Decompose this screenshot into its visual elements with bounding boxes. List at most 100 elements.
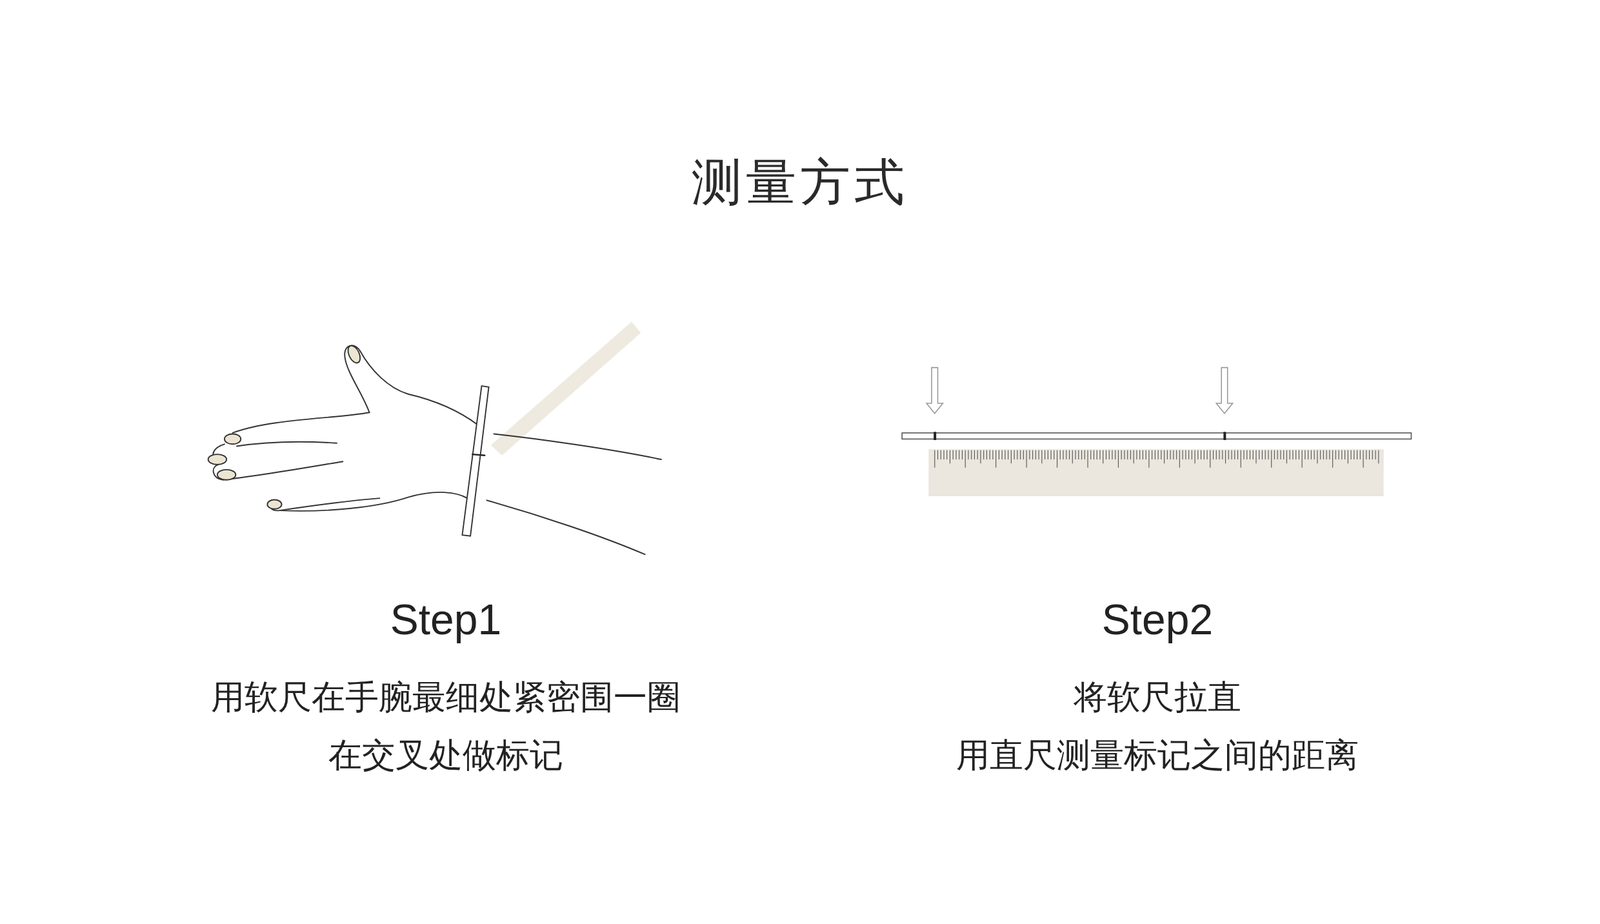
tick (992, 450, 993, 460)
tick (1020, 450, 1021, 460)
tick (974, 450, 975, 460)
tick (1047, 450, 1049, 460)
tick (1014, 450, 1015, 460)
arrow-marker (1216, 367, 1233, 414)
page-title: 测量方式 (691, 152, 909, 213)
tick (998, 450, 1000, 460)
tick (1001, 450, 1003, 460)
tick (1261, 450, 1263, 460)
tick (1298, 450, 1300, 460)
nail (217, 469, 236, 480)
tick (1114, 450, 1116, 460)
tick (1179, 450, 1180, 468)
tick (1228, 450, 1230, 460)
tick (1063, 450, 1064, 460)
tick (1218, 450, 1220, 460)
tick (1060, 450, 1061, 460)
tick (995, 450, 997, 468)
tick (967, 450, 969, 460)
tick (1029, 450, 1030, 460)
tick (1197, 450, 1199, 460)
tick (1338, 450, 1340, 460)
tick (1016, 450, 1018, 460)
tick (1102, 450, 1104, 464)
tick (1191, 450, 1193, 460)
tick (961, 450, 963, 460)
tick (1056, 450, 1058, 468)
tick (1172, 450, 1174, 460)
finger (236, 441, 337, 447)
tick (1316, 450, 1318, 464)
tape-mark (933, 431, 937, 440)
tick (1307, 450, 1309, 460)
tick (1093, 450, 1095, 460)
tick (1127, 450, 1128, 460)
tick (1234, 450, 1235, 460)
tick (1032, 450, 1033, 460)
tick (1274, 450, 1275, 460)
tick (1069, 450, 1070, 460)
soft-tape-straight (901, 432, 1411, 439)
tape-mark (1223, 431, 1226, 440)
step-heading: Step2 (1101, 592, 1213, 648)
tick (1038, 450, 1040, 460)
pencil (490, 321, 642, 455)
tick (1007, 450, 1009, 460)
tick (1136, 450, 1137, 460)
tick (1221, 450, 1223, 460)
tick (1365, 450, 1367, 460)
tick (986, 450, 988, 460)
tick (1270, 450, 1272, 468)
tick (1111, 450, 1113, 460)
tick (1310, 450, 1312, 460)
tick (949, 450, 951, 464)
tick (1258, 450, 1260, 460)
finger (232, 412, 370, 433)
tick (937, 450, 939, 460)
tick (1121, 450, 1122, 460)
tick (1265, 450, 1266, 460)
tick (1176, 450, 1177, 460)
tick (1363, 450, 1364, 468)
tick (989, 450, 991, 460)
finger (269, 498, 380, 511)
tick (1096, 450, 1098, 460)
tick (934, 450, 935, 468)
tick (983, 450, 984, 460)
tick (940, 450, 942, 460)
tick (1329, 450, 1330, 460)
soft-tape (461, 385, 489, 537)
tick (1212, 450, 1214, 460)
tick (1090, 450, 1091, 460)
tick (1369, 450, 1370, 460)
tick (1041, 450, 1042, 464)
finger (213, 461, 344, 480)
tick (1170, 450, 1171, 460)
tick (1123, 450, 1125, 460)
tick (1267, 450, 1269, 460)
tick (1023, 450, 1024, 460)
tick (1320, 450, 1321, 460)
step-heading: Step1 (390, 592, 502, 648)
tick (1188, 450, 1190, 460)
tick (1255, 450, 1257, 464)
ruler-drawing (901, 367, 1411, 497)
tick (1185, 450, 1186, 460)
straight-ruler (928, 449, 1384, 497)
tick (1280, 450, 1281, 460)
tick (1304, 450, 1306, 460)
tick (1158, 450, 1159, 460)
tick (1074, 450, 1076, 460)
tick (1118, 450, 1119, 468)
tick (1237, 450, 1239, 460)
tick (1216, 450, 1217, 460)
tick (1252, 450, 1254, 460)
tick (1151, 450, 1153, 460)
tick (1139, 450, 1140, 460)
tick (1374, 450, 1376, 460)
arm-outline (494, 433, 662, 460)
arrow-marker (926, 367, 943, 414)
tick (958, 450, 960, 460)
tick (980, 450, 981, 464)
